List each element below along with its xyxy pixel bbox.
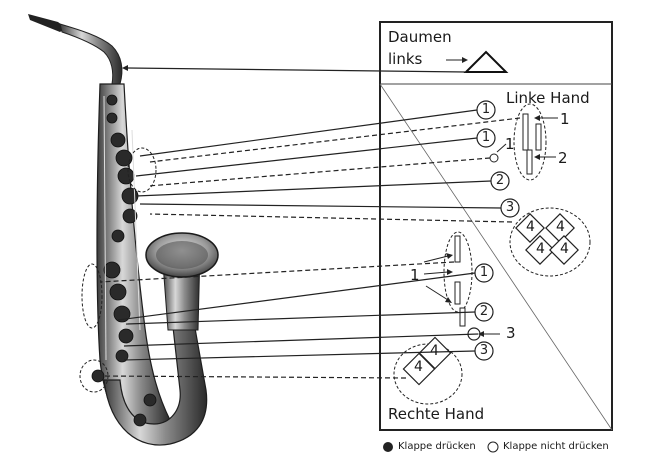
- lh-main-keys-highlight: [513, 103, 547, 181]
- rh-pinky-label-1: 4: [414, 359, 423, 375]
- lh-pinky-key-2: [545, 213, 575, 243]
- sax-side-keys-highlight: [81, 263, 103, 329]
- rh-pinky-key-2: [418, 336, 452, 370]
- rh-key-label-3: 3: [506, 324, 516, 342]
- lh-pinky-label-1: 4: [526, 219, 535, 235]
- sax-mouthpiece: [28, 14, 66, 32]
- lh-finger-3-number: 3: [505, 200, 515, 215]
- legend-pressed-label: Klappe drücken: [398, 441, 476, 452]
- left-hand-keys: [476, 100, 591, 277]
- lh-pinky-key-3: [525, 235, 555, 265]
- lh-key-1-pressed: [522, 113, 529, 151]
- rh-finger-3-number: 3: [479, 343, 489, 358]
- rh-finger-1-number: 1: [479, 265, 489, 280]
- lh-finger-2-number: 2: [495, 173, 505, 188]
- rh-finger-2-number: 2: [479, 304, 489, 319]
- legend-not-pressed-icon: [487, 441, 499, 453]
- lh-pinky-label-2: 4: [556, 219, 565, 235]
- lh-key-label-1b: 1: [505, 135, 515, 153]
- rh-main-keys-highlight: [443, 231, 473, 313]
- right-hand-connectors: [99, 261, 479, 379]
- fingering-panel: [379, 21, 613, 431]
- right-hand-title: Rechte Hand: [388, 405, 485, 423]
- saxophone-illustration: [28, 14, 219, 446]
- panel-diagonal: [379, 83, 613, 431]
- lh-pinky-key-1: [515, 213, 545, 243]
- lh-key-bis: [535, 123, 542, 151]
- lh-finger-1-second-number: 1: [481, 130, 491, 145]
- lh-key-label-1: 1: [560, 110, 570, 128]
- lh-pinky-label-4: 4: [560, 241, 569, 257]
- lh-finger-1-top-number: 1: [481, 102, 491, 117]
- rh-key-side: [459, 307, 466, 327]
- lh-key-label-2: 2: [558, 149, 568, 167]
- panel-frame: [379, 21, 613, 431]
- thumb-label-line1: Daumen: [388, 28, 452, 46]
- left-hand-title: Linke Hand: [506, 89, 590, 107]
- thumb-label-line2: links: [388, 50, 423, 68]
- rh-key-upper: [454, 235, 461, 263]
- thumb-connector-line: [127, 67, 467, 73]
- sax-upper-keys-highlight: [127, 147, 157, 193]
- left-hand-connectors: [135, 109, 521, 223]
- legend: [383, 441, 499, 453]
- sax-neck: [59, 23, 123, 85]
- legend-pressed-icon: [383, 442, 393, 452]
- legend-not-pressed-label: Klappe nicht drücken: [503, 441, 609, 452]
- rh-key-lower: [454, 281, 461, 305]
- rh-pinky-label-2: 4: [430, 343, 439, 359]
- lh-key-2: [526, 149, 533, 175]
- lh-small-open-key: [489, 153, 499, 163]
- rh-key-label-1: 1: [410, 266, 420, 284]
- rh-pinky-key-1: [402, 352, 436, 386]
- lh-pinky-label-3: 4: [536, 241, 545, 257]
- thumb-key-triangle-icon: [463, 50, 509, 73]
- lh-pinky-key-4: [549, 235, 579, 265]
- lh-pinky-cluster-highlight: [509, 207, 591, 277]
